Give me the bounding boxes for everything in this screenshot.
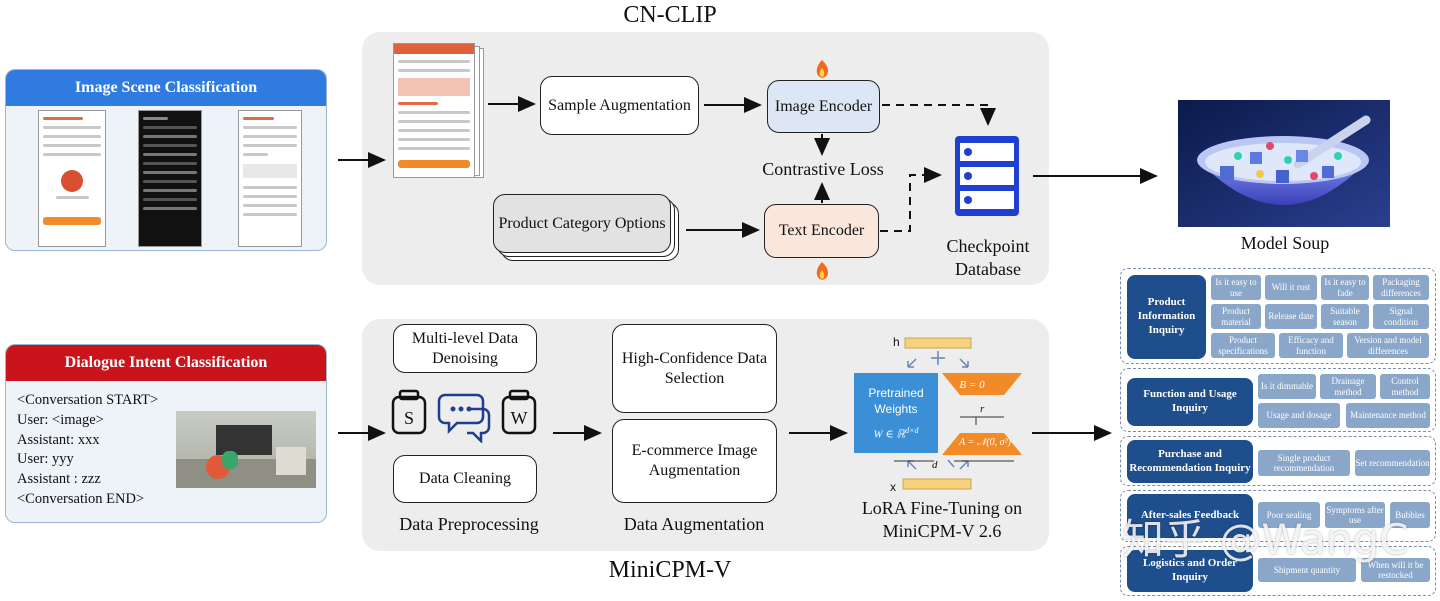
intent-tag: Shipment quantity <box>1258 558 1356 582</box>
lora-h-label: h <box>893 335 900 349</box>
intent-tag: Product material <box>1211 304 1261 329</box>
intent-tag: Suitable season <box>1321 304 1369 329</box>
intent-tag: Signal condition <box>1373 304 1429 329</box>
preprocessing-icons: S W <box>391 389 537 443</box>
intent-tag: Packaging differences <box>1373 275 1429 300</box>
intent-tag: Maintenance method <box>1346 403 1430 428</box>
lora-weight-formula: W ∈ ℝd×d <box>854 426 938 441</box>
intent-tag: Set recommendation <box>1355 450 1430 476</box>
category-purchase: Purchase and Recommendation Inquiry <box>1127 440 1253 483</box>
intent-group-logistics <box>1120 546 1436 596</box>
data-preprocessing-caption: Data Preprocessing <box>399 514 539 534</box>
intent-tag: Is it dimmable <box>1258 374 1316 399</box>
chat-bubbles-icon <box>437 393 491 443</box>
lora-a-dist: A = 𝒩(0, σ²) <box>959 437 1011 448</box>
database-icon <box>955 136 1019 216</box>
svg-text:W: W <box>511 408 528 428</box>
intent-tag: Poor sealing <box>1258 502 1320 528</box>
conv-line: <Conversation START> <box>17 392 159 408</box>
svg-text:S: S <box>404 408 414 428</box>
dialogue-card: Dialogue Intent Classification <Conversa… <box>5 344 327 523</box>
checkpoint-db-label: Checkpoint Database <box>946 236 1030 280</box>
conversation-text: <Conversation START> User: <image> Assis… <box>17 391 158 510</box>
product-screenshot <box>393 43 475 178</box>
sample-augmentation-box: Sample Augmentation <box>540 76 699 135</box>
cn-clip-title: CN-CLIP <box>623 2 717 28</box>
intent-tag: Efficacy and function <box>1279 333 1343 358</box>
intent-tag: Will it rust <box>1265 275 1317 300</box>
intent-tag: Release date <box>1265 304 1317 329</box>
intent-group-product-info <box>1120 268 1436 364</box>
category-after-sales: After-sales Feedback <box>1127 494 1253 538</box>
screenshot-phone-3 <box>238 110 302 247</box>
intent-tag: Usage and dosage <box>1258 403 1340 428</box>
lora-pretrained-label: Pretrained Weights <box>868 386 924 416</box>
data-cleaning-box: Data Cleaning <box>393 455 537 503</box>
image-scene-card: Image Scene Classification <box>5 69 327 251</box>
intent-tag: Single product recommendation <box>1258 450 1350 476</box>
intent-tag: Version and model differences <box>1347 333 1429 358</box>
conv-line: Assistant: xxx <box>17 431 100 448</box>
model-soup-label: Model Soup <box>1240 233 1330 253</box>
intent-group-function <box>1120 368 1436 432</box>
lora-weight-sup: d×d <box>905 426 919 435</box>
document-w-icon: W <box>501 389 537 435</box>
category-product-info: Product Information Inquiry <box>1127 275 1206 359</box>
lora-weight-text: W ∈ ℝ <box>873 428 906 441</box>
category-function: Function and Usage Inquiry <box>1127 378 1253 426</box>
data-augmentation-caption: Data Augmentation <box>623 514 765 534</box>
screenshot-phone-2 <box>138 110 202 247</box>
room-photo <box>176 411 316 488</box>
lora-b-zero: B = 0 <box>959 379 985 391</box>
lora-x-label: x <box>890 480 896 494</box>
intent-tag: Bubbles <box>1390 502 1430 528</box>
text-encoder-box: Text Encoder <box>764 204 879 258</box>
model-soup-image <box>1178 100 1390 227</box>
intent-tag: Drainage method <box>1320 374 1376 399</box>
intent-tag: Is it easy to use <box>1211 275 1261 300</box>
contrastive-loss-label: Contrastive Loss <box>762 159 884 179</box>
lora-diagram <box>854 337 1022 490</box>
high-confidence-box: High-Confidence Data Selection <box>612 324 777 413</box>
screenshot-phone-1 <box>38 110 106 247</box>
intent-group-after-sales <box>1120 490 1436 542</box>
lora-caption: LoRA Fine-Tuning on MiniCPM-V 2.6 <box>861 498 1023 542</box>
minicpm-title: MiniCPM-V <box>608 557 732 583</box>
conv-line: User: <image> <box>17 411 104 428</box>
product-category-box: Product Category Options <box>493 194 671 253</box>
conv-line: User: yyy <box>17 451 74 468</box>
image-scene-title: Image Scene Classification <box>6 70 326 106</box>
intent-tag: Symptoms after use <box>1325 502 1385 528</box>
denoising-box: Multi-level Data Denoising <box>393 324 537 373</box>
category-logistics: Logistics and Order Inquiry <box>1127 550 1253 592</box>
intent-tag: Product specifications <box>1211 333 1275 358</box>
conv-line: <Conversation END> <box>17 490 145 507</box>
image-encoder-box: Image Encoder <box>767 80 880 133</box>
conv-line: Assistant : zzz <box>17 471 101 488</box>
intent-group-purchase <box>1120 436 1436 486</box>
lora-r-label: r <box>980 403 985 415</box>
intent-tag: When will it be restocked <box>1361 558 1430 582</box>
document-s-icon: S <box>391 389 427 435</box>
intent-tag: Is it easy to fade <box>1321 275 1369 300</box>
dialogue-title: Dialogue Intent Classification <box>6 345 326 381</box>
intent-tag: Control method <box>1380 374 1430 399</box>
watermark: 知乎 @WangC <box>1122 515 1409 564</box>
ecommerce-augmentation-box: E-commerce Image Augmentation <box>612 419 777 503</box>
lora-d-label: d <box>932 459 938 471</box>
